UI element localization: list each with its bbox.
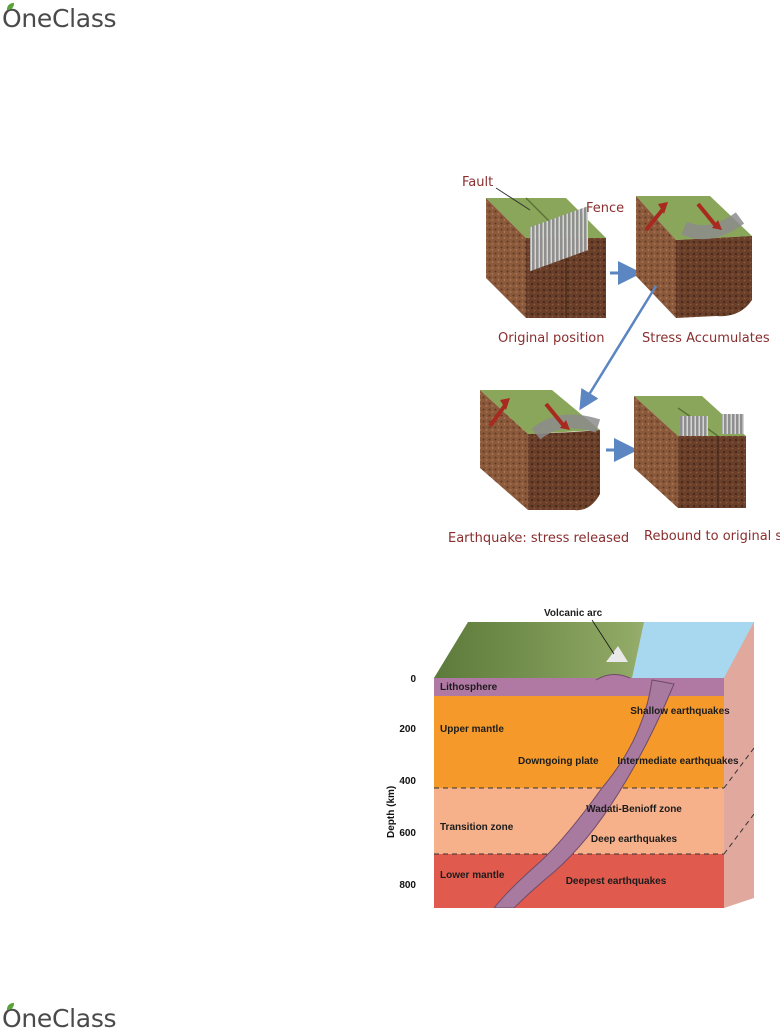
label-rebound: Rebound to original shape [644, 529, 780, 544]
label-stress-accumulates: Stress Accumulates [642, 331, 770, 346]
label-lower-mantle: Lower mantle [440, 870, 505, 881]
arrow-2 [579, 285, 658, 411]
label-shallow: Shallow earthquakes [630, 706, 730, 717]
fault-rebound-diagram: Fault Fence Original position Stress Acc… [448, 175, 780, 546]
subduction-diagram: Depth (km) 0 200 400 600 800 Volcanic ar… [386, 608, 754, 908]
label-volcanic-arc: Volcanic arc [544, 608, 603, 619]
tick-400: 400 [399, 776, 416, 787]
volcano-icon [606, 646, 628, 662]
leaf-icon [6, 2, 15, 11]
block-original [486, 187, 606, 318]
block-rebound [634, 396, 746, 508]
label-deepest: Deepest earthquakes [566, 876, 667, 887]
block-earthquake [480, 390, 601, 511]
logo-text: OneClass [2, 4, 117, 33]
axis-label: Depth (km) [386, 786, 397, 838]
tick-200: 200 [399, 724, 416, 735]
label-fault: Fault [462, 175, 493, 190]
label-original-position: Original position [498, 331, 605, 346]
upper-mantle-layer [434, 696, 724, 788]
oneclass-logo-top: OneClass [2, 2, 117, 33]
lower-mantle-layer [434, 854, 724, 908]
label-fence: Fence [586, 201, 624, 216]
label-wadati: Wadati-Benioff zone [586, 804, 682, 815]
block-stress [636, 196, 752, 318]
downgoing-slab [493, 679, 675, 908]
tick-600: 600 [399, 828, 416, 839]
tick-800: 800 [399, 880, 416, 891]
tick-0: 0 [410, 674, 416, 685]
label-downgoing: Downgoing plate [518, 756, 599, 767]
label-lithosphere: Lithosphere [440, 682, 498, 693]
label-upper-mantle: Upper mantle [440, 724, 504, 735]
label-transition: Transition zone [440, 822, 514, 833]
label-earthquake: Earthquake: stress released [448, 531, 629, 546]
oneclass-logo-bottom: OneClass [2, 1002, 117, 1033]
label-intermediate: Intermediate earthquakes [617, 756, 739, 767]
label-deep: Deep earthquakes [591, 834, 678, 845]
logo-text: OneClass [2, 1004, 117, 1033]
leaf-icon [6, 1002, 15, 1011]
ocean [632, 622, 754, 678]
